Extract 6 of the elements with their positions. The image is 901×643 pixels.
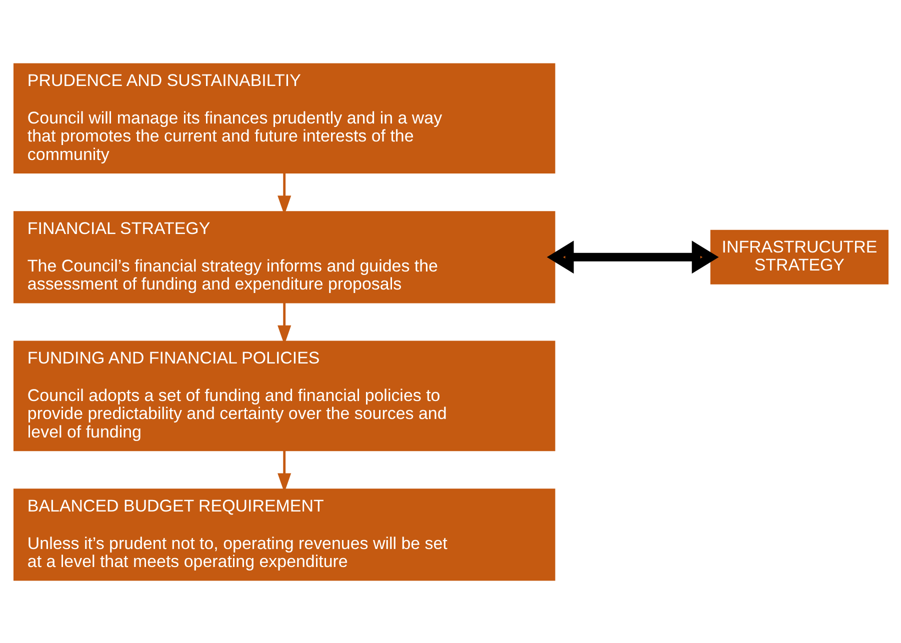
- node-box: FUNDING AND FINANCIAL POLICIES Council adopts a set of funding and financial policies to provide predictability and certainty over the sources and level of funding: [12, 340, 555, 451]
- node-box: FINANCIAL STRATEGY The Council’s financial strategy informs and guides the assessment of funding and expenditure proposals: [12, 210, 555, 303]
- arrow: [546, 240, 718, 274]
- node-box: PRUDENCE AND SUSTAINABILTIY Council will manage its finances prudently and in a way that promotes the current and future interests of the community: [12, 62, 555, 174]
- node-box: BALANCED BUDGET REQUIREMENT Unless it’s prudent not to, operating revenues will be set at a level that meets operating expenditure: [12, 488, 555, 580]
- node-box: INFRASTRUCUTRE STRATEGY: [710, 229, 888, 284]
